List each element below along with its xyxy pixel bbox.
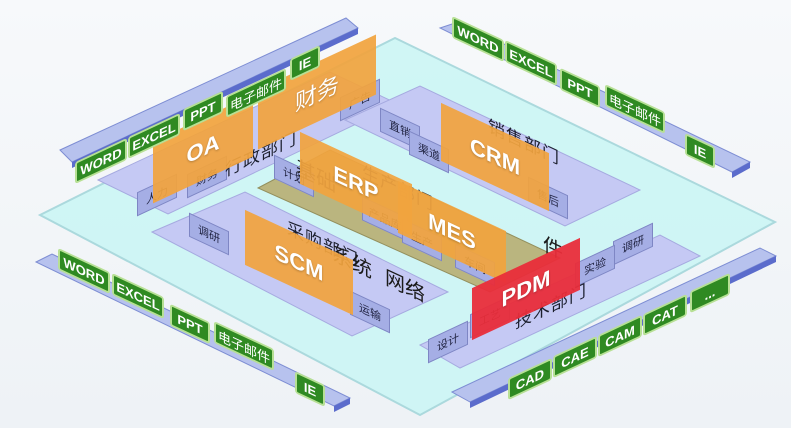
diagram-canvas: 人力 财务 广告 直销 渠道 售后 计划 产品库 生产 车间 调研 运输 调研 …: [34, 15, 778, 417]
toolbar-bottom-right-tray: [450, 247, 778, 408]
